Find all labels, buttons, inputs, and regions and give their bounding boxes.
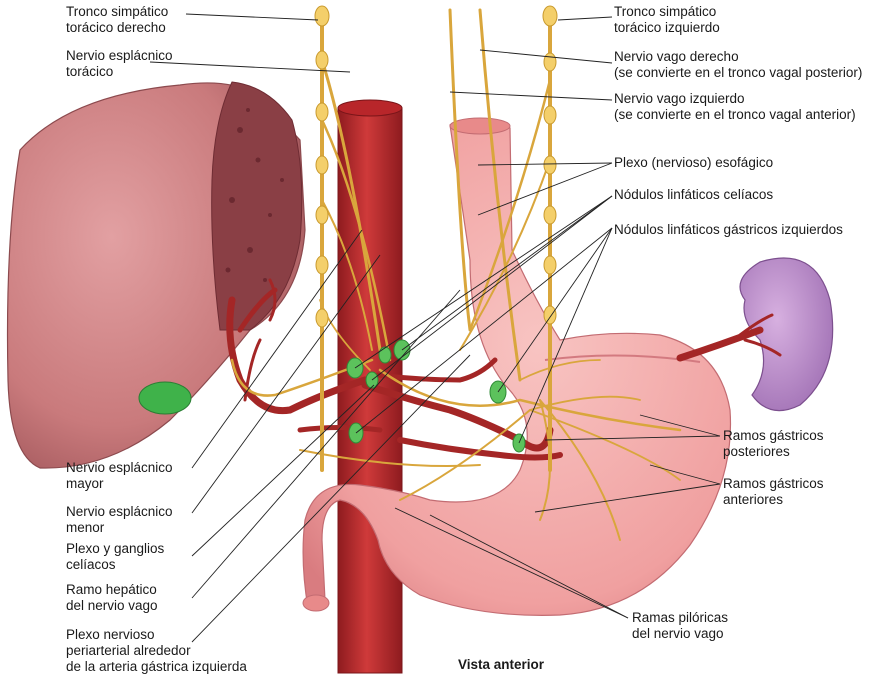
label-line: de la arteria gástrica izquierda	[66, 659, 247, 674]
label-line: Ramo hepático	[66, 582, 157, 597]
label-line: Plexo (nervioso) esofágico	[614, 155, 774, 170]
label-line: Plexo y ganglios	[66, 541, 165, 556]
label-line: anteriores	[723, 492, 784, 507]
label-plexo-ganglios-celiacos: Plexo y ganglios celíacos	[66, 541, 164, 573]
label-line: (se convierte en el tronco vagal posteri…	[614, 65, 863, 80]
label-line: Tronco simpático	[614, 4, 717, 19]
leader-lines	[149, 13, 721, 643]
label-line: periarterial alrededor	[66, 643, 191, 658]
label-line: del nervio vago	[66, 598, 158, 613]
label-ramas-piloricas: Ramas pilóricas del nervio vago	[632, 610, 728, 642]
label-line: torácico izquierdo	[614, 20, 720, 35]
label-line: posteriores	[723, 444, 790, 459]
label-plexo-periarterial: Plexo nervioso periarterial alrededor de…	[66, 627, 247, 675]
label-nodulos-gastricos: Nódulos linfáticos gástricos izquierdos	[614, 222, 843, 238]
label-nervio-vago-izquierdo: Nervio vago izquierdo (se convierte en e…	[614, 91, 856, 123]
label-line: menor	[66, 520, 105, 535]
label-line: Nódulos linfáticos celíacos	[614, 187, 774, 202]
label-line: Nervio vago izquierdo	[614, 91, 745, 106]
stomach	[302, 117, 732, 616]
label-line: Nódulos linfáticos gástricos izquierdos	[614, 222, 843, 237]
label-line: Nervio esplácnico	[66, 504, 173, 519]
label-line: Plexo nervioso	[66, 627, 155, 642]
lymph-nodes	[346, 339, 526, 453]
label-plexo-esofagico: Plexo (nervioso) esofágico	[614, 155, 773, 171]
label-line: del nervio vago	[632, 626, 724, 641]
label-line: celíacos	[66, 557, 116, 572]
label-tronco-simpatico-derecho: Tronco simpático torácico derecho	[66, 4, 168, 36]
label-nervio-esplacnico-menor: Nervio esplácnico menor	[66, 504, 173, 536]
arteries	[226, 278, 782, 461]
spleen	[739, 257, 834, 412]
label-line: Ramos gástricos	[723, 428, 824, 443]
label-line: torácico	[66, 64, 114, 79]
liver	[6, 81, 306, 469]
label-line: (se convierte en el tronco vagal anterio…	[614, 107, 856, 122]
label-ramos-gastricos-posteriores: Ramos gástricos posteriores	[723, 428, 824, 460]
label-nervio-esplacnico-mayor: Nervio esplácnico mayor	[66, 460, 173, 492]
label-line: Nervio esplácnico	[66, 460, 173, 475]
label-nodulos-celiacos: Nódulos linfáticos celíacos	[614, 187, 773, 203]
nerves	[230, 8, 682, 541]
label-line: Ramos gástricos	[723, 476, 824, 491]
label-line: Nervio esplácnico	[66, 48, 173, 63]
duodenum-opening	[302, 594, 330, 612]
label-line: mayor	[66, 476, 104, 491]
label-nervio-vago-derecho: Nervio vago derecho (se convierte en el …	[614, 49, 862, 81]
label-line: torácico derecho	[66, 20, 166, 35]
label-line: Ramas pilóricas	[632, 610, 729, 625]
label-ramos-gastricos-anteriores: Ramos gástricos anteriores	[723, 476, 824, 508]
gallbladder	[138, 381, 192, 415]
label-nervio-esplacnico-toracico: Nervio esplácnico torácico	[66, 48, 173, 80]
label-ramo-hepatico: Ramo hepático del nervio vago	[66, 582, 158, 614]
esophagus-opening	[449, 117, 511, 135]
sympathetic-ganglia	[314, 5, 558, 328]
label-line: Nervio vago derecho	[614, 49, 739, 64]
label-tronco-simpatico-izquierdo: Tronco simpático torácico izquierdo	[614, 4, 720, 36]
view-caption: Vista anterior	[458, 657, 545, 672]
label-line: Tronco simpático	[66, 4, 169, 19]
